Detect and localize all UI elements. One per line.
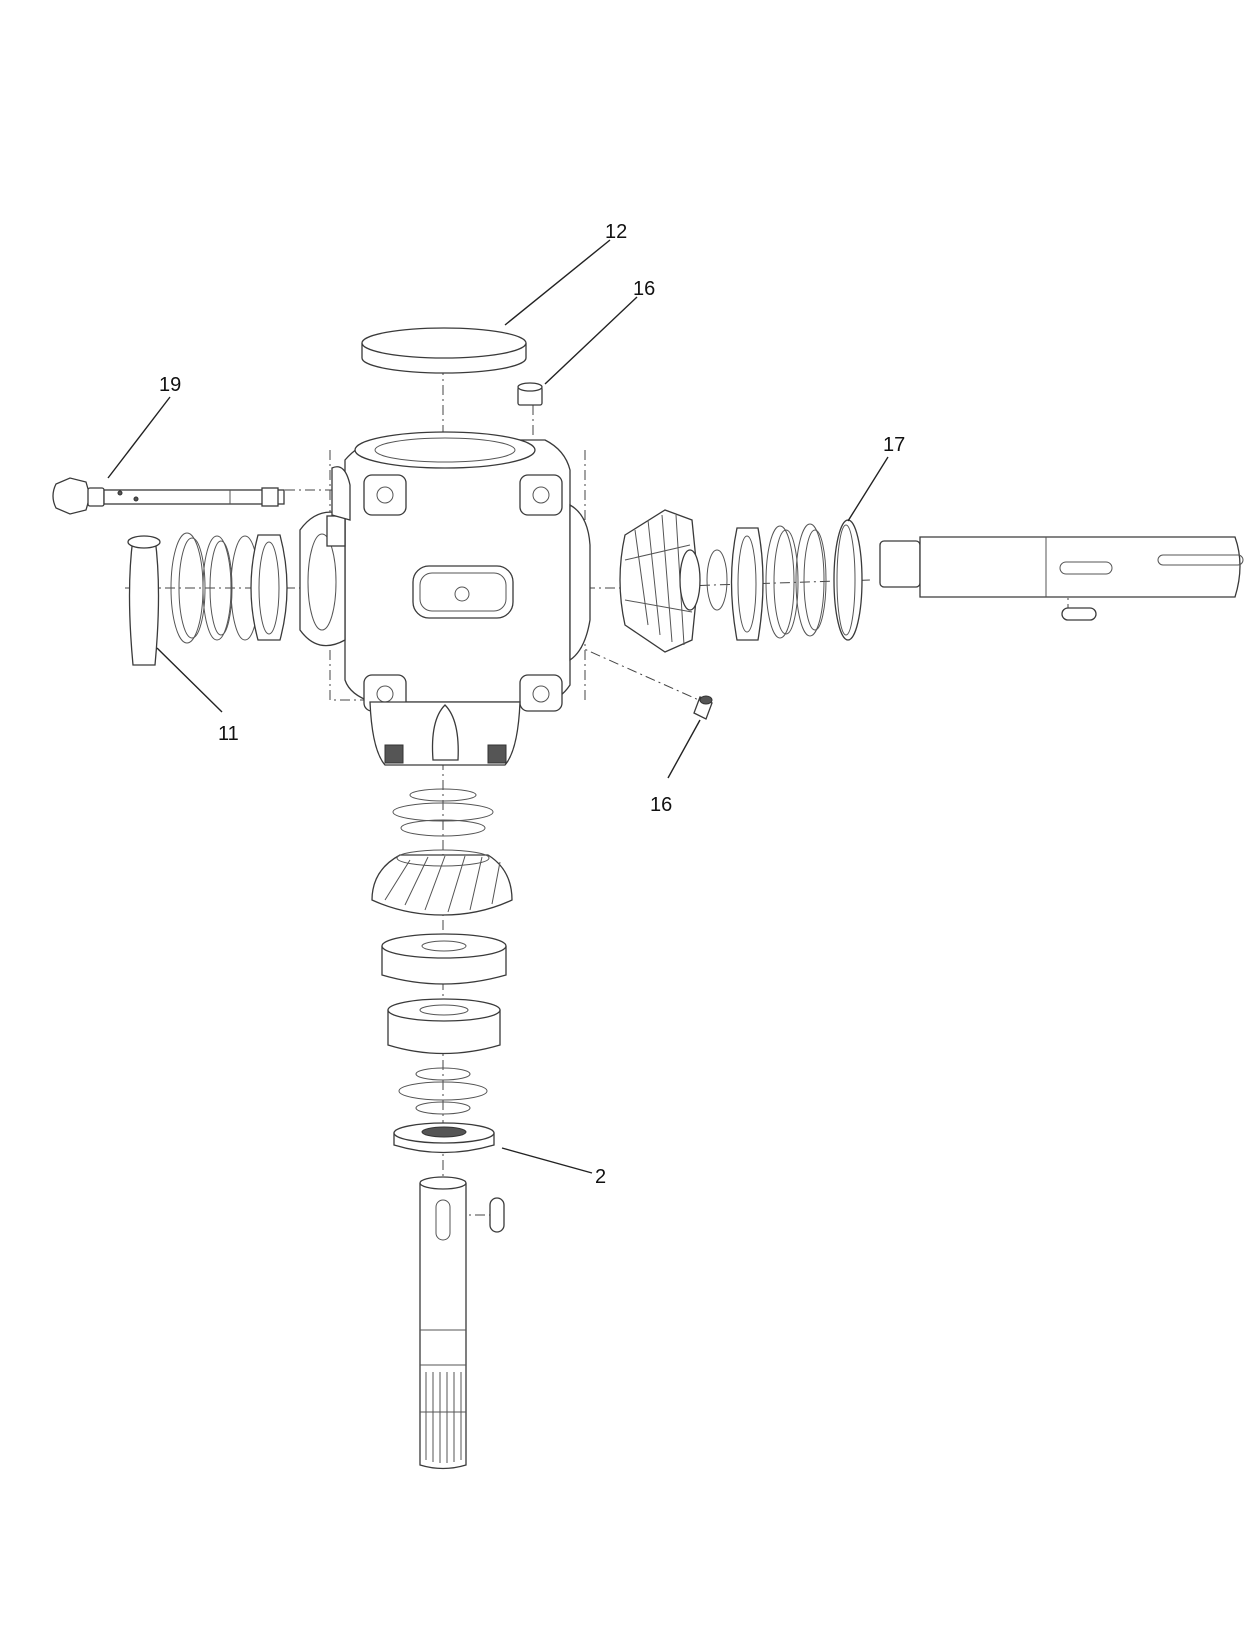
gearbox-housing: [299, 431, 591, 766]
leader-lines: [107, 239, 889, 1174]
callout-labels: 12 16 19 17 11 16 2: [159, 221, 905, 1188]
callout-2: 2: [595, 1166, 606, 1188]
right-bevel-pinion: [619, 509, 701, 653]
bottom-seal: [393, 1122, 495, 1154]
right-seal-ring: [833, 519, 863, 641]
lower-bearing-a: [381, 933, 507, 985]
right-bearing-stack: [706, 523, 827, 641]
lower-bearing-b: [387, 998, 501, 1055]
callout-12: 12: [605, 221, 627, 243]
callout-16-top: 16: [633, 278, 655, 300]
output-shaft: [419, 1176, 505, 1470]
top-plug: [517, 382, 543, 406]
callout-19: 19: [159, 374, 181, 396]
top-cover-disc: [361, 327, 527, 374]
bolt: [52, 477, 285, 515]
callout-16-bottom: 16: [650, 794, 672, 816]
right-input-shaft: [879, 536, 1244, 621]
callout-11: 11: [218, 723, 239, 745]
main-bevel-gear: [371, 849, 513, 916]
callout-17: 17: [883, 434, 905, 456]
lower-shims: [398, 1067, 488, 1115]
left-bearing-stack: [127, 532, 288, 666]
upper-shims: [392, 788, 494, 837]
side-plug: [693, 695, 713, 720]
